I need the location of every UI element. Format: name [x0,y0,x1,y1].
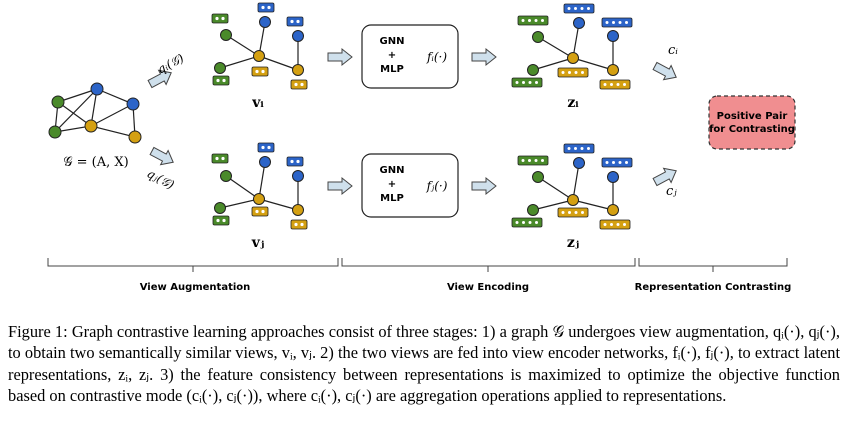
encoder-top-line3: MLP [380,64,404,75]
encode-arrow-top-out [471,48,497,66]
encoder-box-top: GNN + MLP fᵢ(·) [361,24,459,89]
encoder-bottom-line1: GNN [380,165,405,176]
view-graph-bottom [211,142,308,230]
diagram: 𝒢 = (A, X) qᵢ(𝒢) qⱼ(𝒢) [47,2,796,293]
encoder-top-func: fᵢ(·) [426,50,447,64]
encode-arrow-bottom-in [327,177,353,195]
repr-label-top: zᵢ [567,95,579,111]
stage-label-augmentation: View Augmentation [140,282,251,293]
view-graph-top [211,2,308,90]
positive-pair-box: Positive Pair for Contrasting [708,95,796,150]
repr-label-bottom: zⱼ [567,235,579,251]
augment-arrow-bottom [147,143,178,170]
stage-label-encoding: View Encoding [447,282,529,293]
encoder-bottom-line2: + [388,179,396,190]
encoder-top-line1: GNN [380,36,405,47]
contrast-label-bottom: cⱼ [666,184,677,199]
positive-pair-line2: for Contrasting [709,124,795,135]
encoder-bottom-func: fⱼ(·) [426,179,448,193]
input-graph [48,82,142,144]
repr-graph-bottom [511,143,633,230]
augment-label-bottom: qⱼ(𝒢) [145,166,177,192]
stage-bracket-encoding [341,258,636,267]
repr-graph-top [511,3,633,90]
view-label-bottom: vⱼ [251,235,265,251]
encoder-bottom-line3: MLP [380,193,404,204]
encode-arrow-top-in [327,48,353,66]
stage-bracket-augmentation [47,258,339,267]
encoder-top-line2: + [388,50,396,61]
stage-label-contrasting: Representation Contrasting [635,282,792,293]
encode-arrow-bottom-out [471,177,497,195]
stage-bracket-contrasting [638,258,788,267]
figure-caption: Figure 1: Graph contrastive learning app… [8,322,840,406]
contrast-label-top: cᵢ [668,43,678,58]
contrast-arrow-top [650,58,681,85]
view-label-top: vᵢ [251,95,264,111]
input-graph-label: 𝒢 = (A, X) [63,155,128,170]
encoder-box-bottom: GNN + MLP fⱼ(·) [361,153,459,218]
positive-pair-line1: Positive Pair [717,111,788,122]
